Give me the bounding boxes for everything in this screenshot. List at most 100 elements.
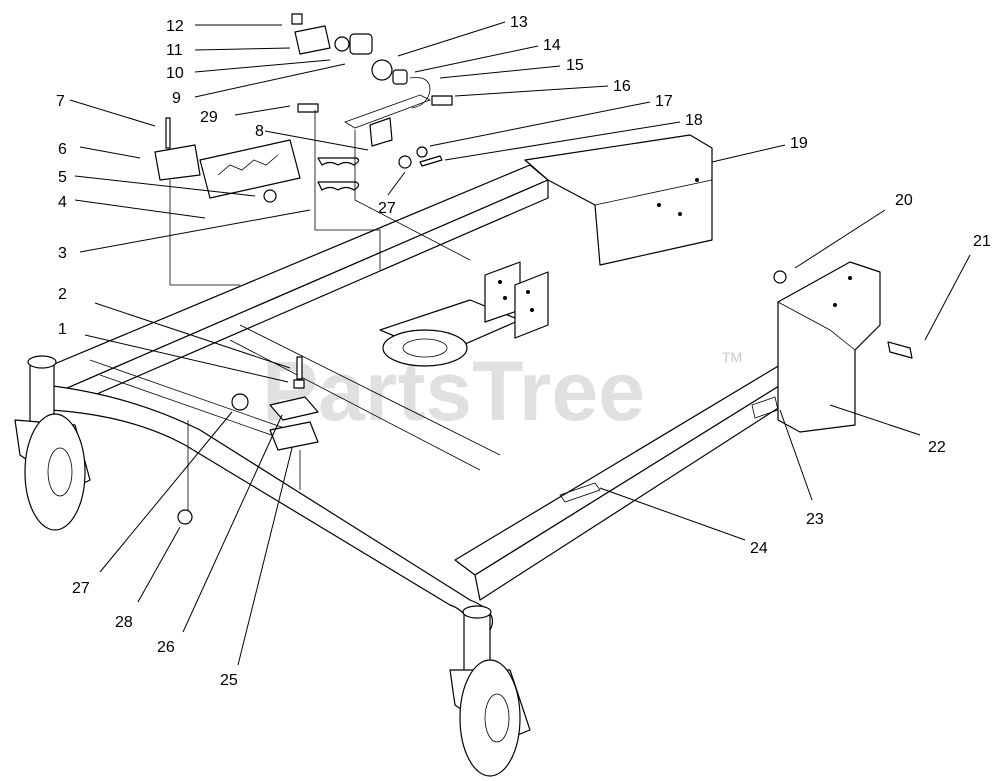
nut-27-upper [398, 155, 412, 169]
leader-21 [924, 254, 971, 341]
bushing-14 [392, 69, 408, 85]
callout-labels: 12 11 10 9 13 14 15 16 29 7 6 5 4 3 8 17… [56, 14, 991, 689]
leader-10 [194, 59, 331, 73]
leader-lines [69, 21, 971, 666]
caster-right [449, 605, 531, 777]
frame-brace-4 [99, 374, 301, 446]
leader-6 [79, 146, 141, 159]
leader-23 [779, 409, 813, 501]
link-rod [344, 94, 432, 129]
alignment-line-2 [314, 110, 381, 270]
spring-15 [409, 77, 431, 109]
leader-22 [829, 404, 921, 436]
callout-2: 2 [58, 286, 67, 303]
spring-3-lower [317, 181, 360, 191]
nut-1 [293, 379, 305, 389]
caster-left-cap [27, 355, 57, 369]
nut-20 [773, 270, 787, 284]
callout-26: 26 [157, 639, 175, 656]
callout-3: 3 [58, 245, 67, 262]
callout-8: 8 [255, 123, 264, 140]
callout-10: 10 [166, 65, 184, 82]
right-bracket-22 [773, 261, 913, 433]
nut-27-lower [231, 393, 249, 411]
bolt-7 [165, 117, 171, 149]
hitch-hole [695, 178, 699, 182]
hitch-hole [678, 212, 682, 216]
leader-19 [711, 144, 786, 163]
bracket-hole [498, 280, 502, 284]
height-adjust-assembly [154, 13, 453, 203]
leader-25 [237, 447, 293, 666]
pulley-center [382, 329, 468, 367]
leader-14 [414, 45, 539, 73]
callout-9: 9 [172, 90, 181, 107]
bracket-8 [369, 117, 393, 147]
leader-4 [74, 199, 206, 219]
frame-brace-2 [239, 324, 501, 456]
bolt-2 [296, 356, 303, 380]
callout-14: 14 [543, 37, 561, 54]
callout-23: 23 [806, 511, 824, 528]
callout-6: 6 [58, 141, 67, 158]
callout-22: 22 [928, 439, 946, 456]
nut-5 [263, 189, 277, 203]
pin-18 [419, 155, 443, 167]
hitch-hole [657, 203, 661, 207]
callout-1: 1 [58, 321, 67, 338]
watermark-trademark: TM [722, 349, 742, 365]
callout-16: 16 [613, 78, 631, 95]
caster-left-hub [47, 447, 73, 497]
caster-right-hub [484, 693, 510, 743]
bolt-21 [887, 341, 913, 359]
leader-20 [794, 209, 886, 269]
bracket-6 [154, 144, 201, 181]
bracket-hole [503, 296, 507, 300]
leader-17 [429, 101, 651, 147]
hitch-bracket-19 [524, 134, 713, 266]
spacer-9 [349, 33, 373, 55]
caster-left [14, 355, 91, 531]
leader-26 [182, 414, 283, 633]
leader-16 [454, 85, 609, 97]
callout-24: 24 [750, 540, 768, 557]
spring-3-upper [317, 157, 360, 166]
spacer-26 [269, 396, 319, 421]
callout-15: 15 [566, 57, 584, 74]
leader-27-upper [387, 171, 406, 196]
adjust-plate-slots [217, 154, 279, 176]
center-bracket-right [514, 271, 549, 339]
frame-brace-3 [89, 359, 291, 431]
nut-17 [416, 146, 428, 158]
leader-2 [94, 302, 291, 369]
callout-12: 12 [166, 18, 184, 35]
nut-28 [177, 509, 193, 525]
watermark: PartsTree TM [262, 344, 742, 438]
leader-13 [397, 21, 506, 57]
pulley-center-hub [402, 338, 448, 358]
lower-parts [177, 356, 319, 525]
callout-27-lower: 27 [72, 580, 90, 597]
leader-24 [599, 487, 746, 541]
leader-18 [444, 121, 681, 161]
alignment-line-3 [354, 130, 471, 261]
right-bracket-hole [833, 303, 837, 307]
bracket-hole [526, 290, 530, 294]
callout-20: 20 [895, 192, 913, 209]
caster-left-wheel [24, 413, 86, 531]
leader-15 [439, 65, 561, 79]
caster-right-wheel [459, 659, 521, 777]
callout-28: 28 [115, 614, 133, 631]
callout-27-upper: 27 [378, 200, 396, 217]
bracket-11 [294, 25, 331, 55]
adjust-plate-4 [199, 139, 301, 199]
leader-3 [79, 209, 311, 253]
bolt-12 [291, 13, 303, 25]
leader-11 [194, 47, 291, 51]
plate-25 [269, 421, 319, 451]
hitch-bracket-edge [594, 179, 713, 206]
deck-frame [39, 164, 846, 631]
callout-4: 4 [58, 194, 67, 211]
callout-21: 21 [973, 233, 991, 250]
